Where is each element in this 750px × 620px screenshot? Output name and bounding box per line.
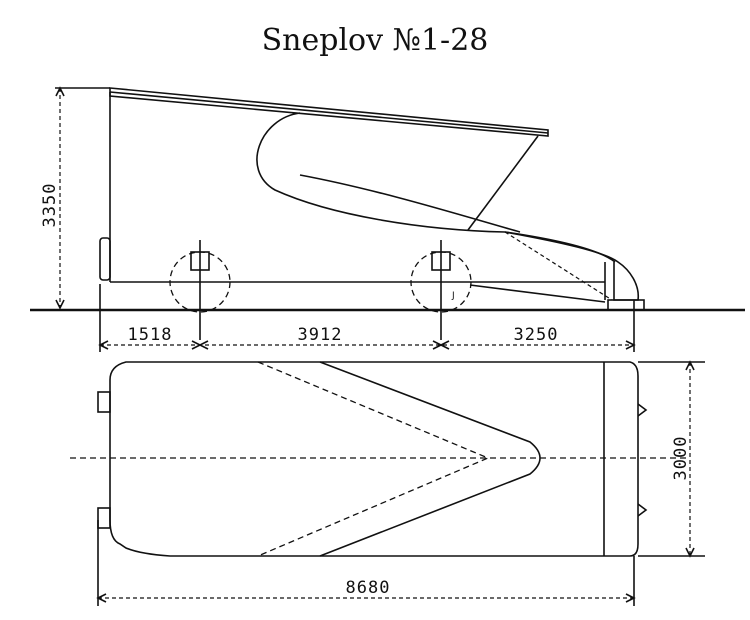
wheelbase-dimension: 1518 3912 3250 (98, 284, 636, 352)
front-wheel: J (410, 240, 472, 340)
height-dimension: 3350 (40, 86, 110, 310)
plow-blade-outline (256, 112, 616, 263)
front-hook-lower (637, 503, 648, 517)
front-hook-upper (637, 403, 648, 417)
top-view: 3000 8680 (70, 360, 705, 606)
plow-v-outer (319, 361, 541, 557)
width-dimension-label: 3000 (671, 436, 691, 481)
width-dimension: 3000 (638, 360, 705, 558)
rear-buffer-top-left (97, 391, 111, 413)
axle-box-front (431, 251, 451, 271)
axle-box-rear (190, 251, 210, 271)
dimension-1518: 1518 (128, 325, 173, 345)
plow-v-inner (257, 361, 490, 557)
plow-shoe (607, 299, 645, 311)
side-view: 3350 J (30, 86, 745, 352)
dimension-3912: 3912 (298, 325, 343, 345)
plow-blade-ridge (299, 174, 521, 233)
length-dimension-label: 8680 (346, 578, 391, 598)
plow-front-edge (467, 135, 539, 231)
dimension-3250: 3250 (514, 325, 559, 345)
wheel-label: J (451, 291, 455, 301)
length-dimension: 8680 (96, 520, 636, 606)
plow-nose (504, 231, 640, 301)
drawing-title: Sneplov №1-28 (262, 23, 489, 58)
rear-buffer (99, 237, 111, 281)
top-body-outline (109, 361, 639, 557)
rear-buffer-top-right (97, 507, 111, 529)
rear-wheel (169, 240, 231, 340)
height-dimension-label: 3350 (40, 183, 60, 228)
